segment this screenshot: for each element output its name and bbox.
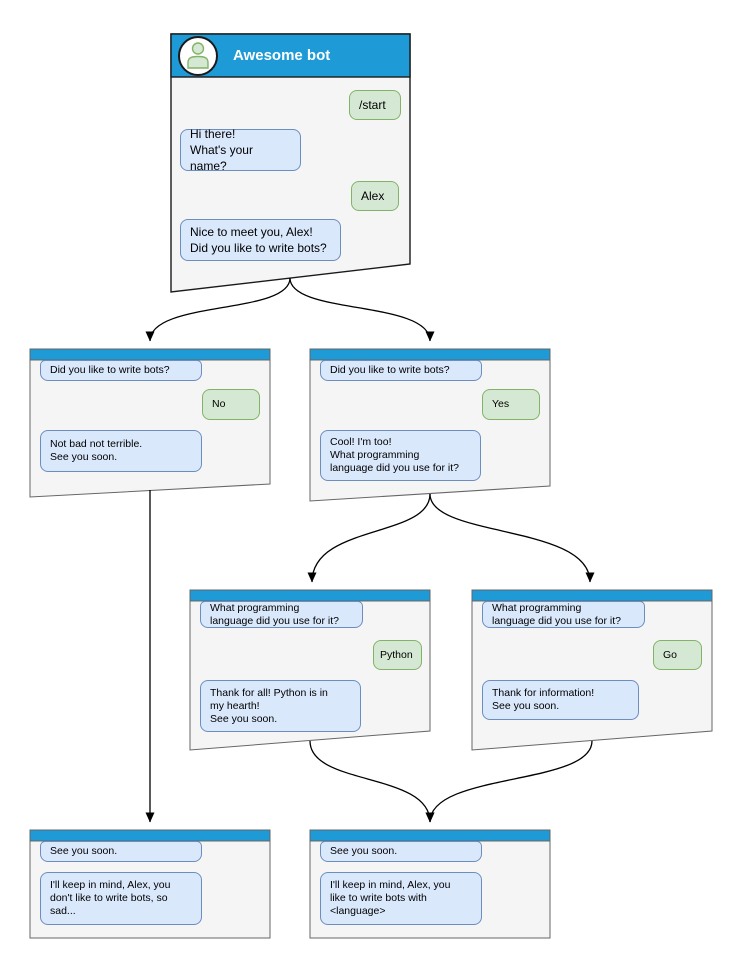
no-branch-titlebar xyxy=(29,348,271,361)
user-message-go: Go xyxy=(653,640,702,670)
bot-message-question-go-branch: What programming language did you use fo… xyxy=(482,601,645,628)
arrow-go-to-end xyxy=(425,740,593,823)
bot-avatar-icon xyxy=(178,36,218,76)
end-no-titlebar xyxy=(29,829,271,842)
bot-message-go-reply: Thank for information! See you soon. xyxy=(482,680,639,720)
end-yes-titlebar xyxy=(309,829,551,842)
bot-message-nice-to-meet: Nice to meet you, Alex! Did you like to … xyxy=(180,219,341,261)
user-message-python: Python xyxy=(373,640,422,670)
arrow-yes-branch-to-go xyxy=(429,493,595,583)
user-message-no: No xyxy=(202,389,260,420)
arrow-root-to-no-branch xyxy=(145,277,291,342)
bot-message-see-you-soon-yes: See you soon. xyxy=(320,841,482,862)
bot-message-greeting: Hi there! What's your name? xyxy=(180,127,301,173)
go-branch-titlebar xyxy=(471,589,713,602)
bot-message-question-no-branch: Did you like to write bots? xyxy=(40,360,202,381)
python-branch-titlebar xyxy=(189,589,431,602)
arrow-root-to-yes-branch xyxy=(289,277,435,342)
arrow-python-to-end xyxy=(309,740,435,823)
bot-message-end-yes-reply: I'll keep in mind, Alex, you like to wri… xyxy=(320,872,482,925)
bot-message-yes-reply: Cool! I'm too! What programming language… xyxy=(320,430,481,481)
bot-message-no-reply: Not bad not terrible. See you soon. xyxy=(40,430,202,472)
user-message-name: Alex xyxy=(351,181,399,211)
user-message-start-command: /start xyxy=(349,90,401,120)
yes-branch-titlebar xyxy=(309,348,551,361)
bot-message-end-no-reply: I'll keep in mind, Alex, you don't like … xyxy=(40,872,202,925)
user-message-yes: Yes xyxy=(482,389,540,420)
bot-message-python-reply: Thank for all! Python is in my hearth! S… xyxy=(200,680,361,732)
bot-message-see-you-soon-no: See you soon. xyxy=(40,841,202,862)
bot-message-question-python-branch: What programming language did you use fo… xyxy=(200,601,363,628)
root-window-title: Awesome bot xyxy=(233,47,331,64)
bot-message-question-yes-branch: Did you like to write bots? xyxy=(320,360,482,381)
arrow-yes-branch-to-python xyxy=(307,493,431,583)
